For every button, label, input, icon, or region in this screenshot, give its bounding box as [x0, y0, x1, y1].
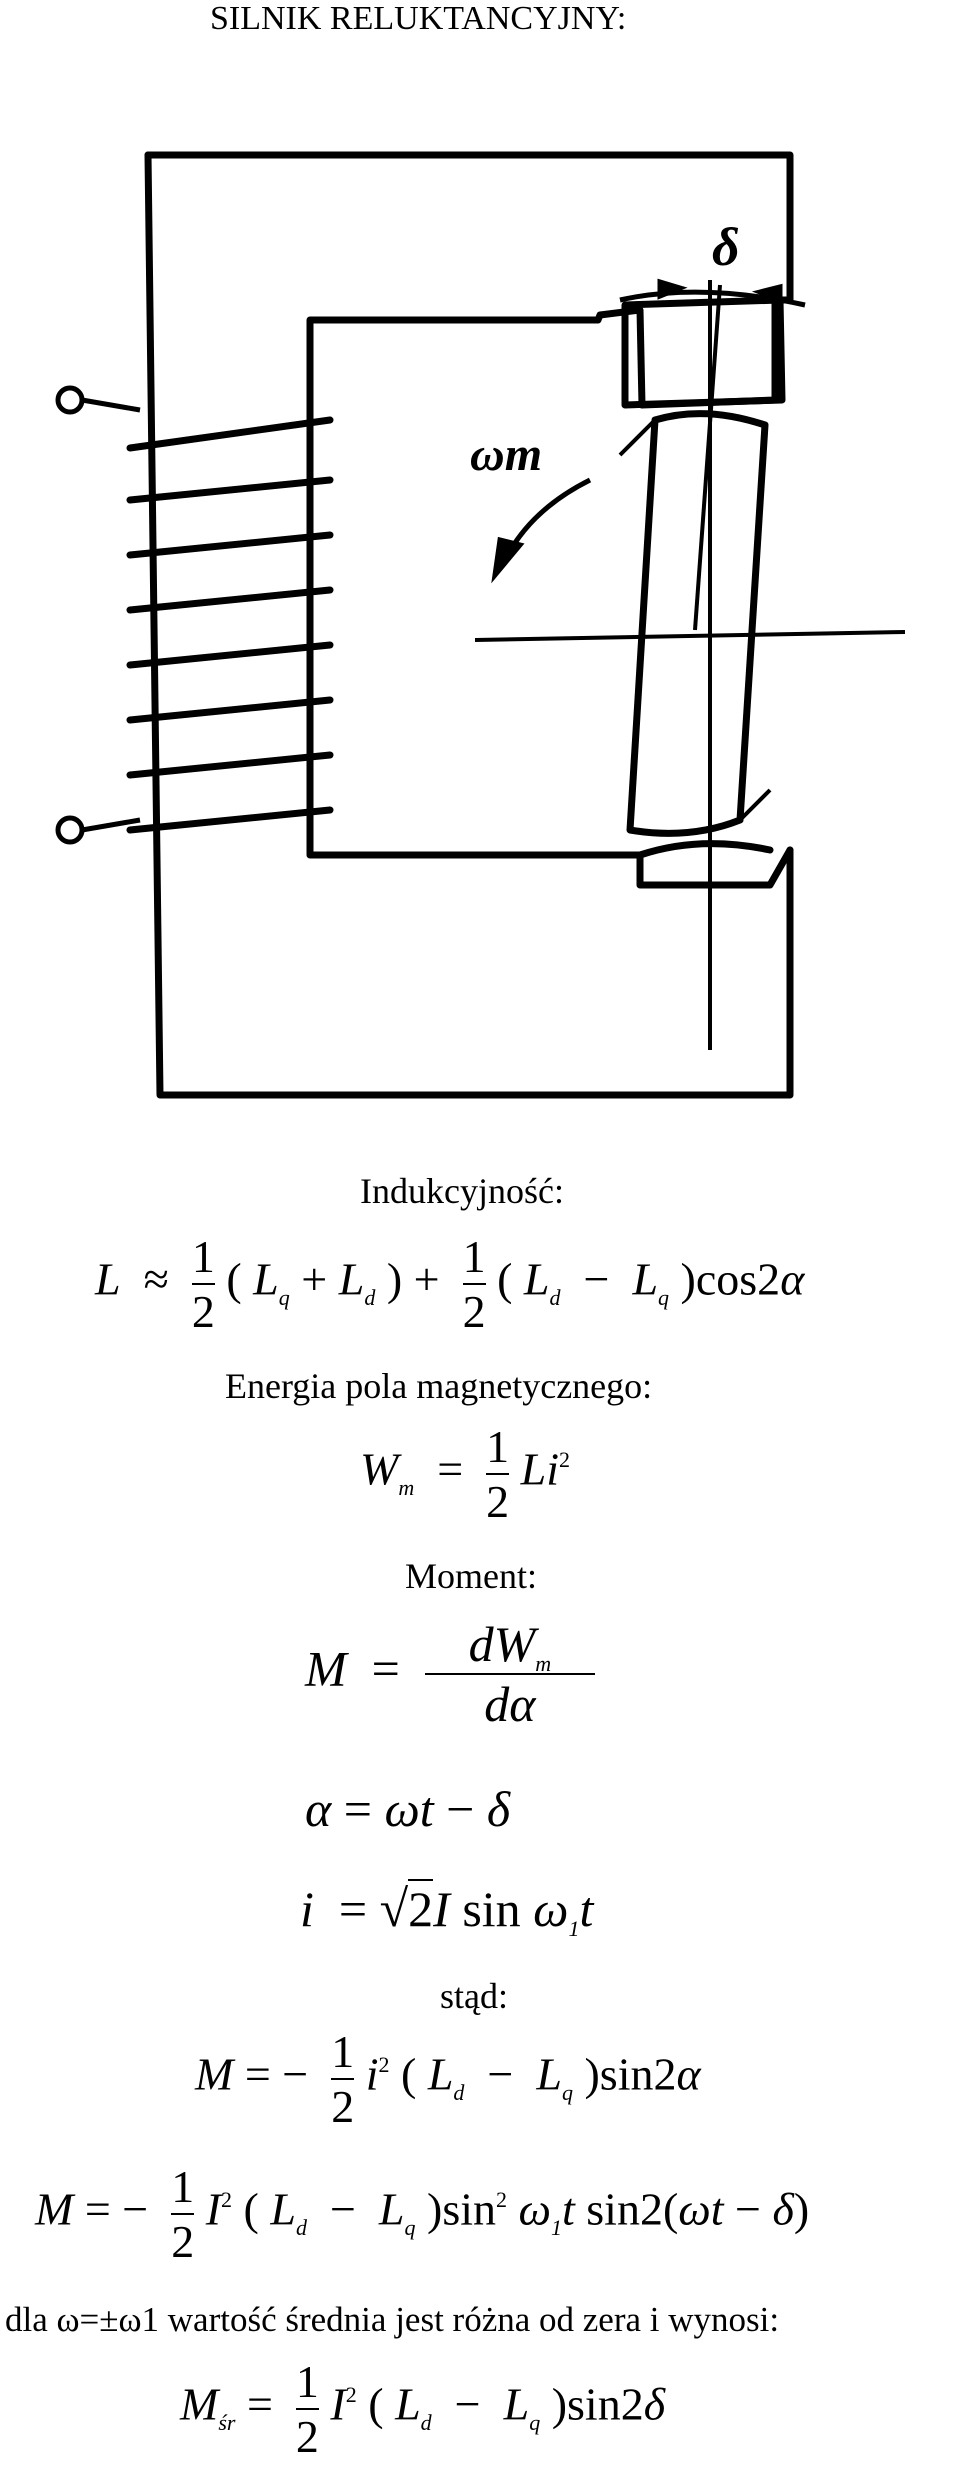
torque-label: Moment: [405, 1556, 537, 1596]
core-outer [144, 151, 794, 304]
core-left-side [144, 151, 794, 1099]
energy-label: Energia pola magnetycznego: [225, 1366, 653, 1406]
hence-label: stąd: [440, 1976, 508, 2016]
current-equation: i = √2I sin ω1t [300, 1879, 594, 1941]
rotor [618, 410, 772, 837]
lower-pole-piece [636, 840, 774, 859]
alpha-equation: α = ωt − δ [305, 1781, 511, 1837]
coil [126, 416, 334, 834]
horizontal-axis [474, 630, 906, 642]
page-title: SILNIK RELUKTANCYJNY: [210, 0, 627, 37]
delta-symbol: δ [712, 217, 740, 277]
upper-pole-piece [621, 296, 786, 409]
omega-symbol: ωm [470, 428, 542, 481]
inductance-label: Indukcyjność: [360, 1171, 564, 1211]
footnote-text: dla ω=±ω1 wartość średnia jest różna od … [5, 2300, 780, 2339]
omega-arrow [491, 477, 592, 584]
rotor-axis [693, 284, 722, 631]
upper-pole [306, 296, 794, 889]
terminal-top [55, 385, 85, 415]
terminal-bottom [55, 815, 85, 845]
reluctance-motor-diagram: δ ωm [55, 151, 906, 1099]
delta-arc [619, 278, 806, 308]
